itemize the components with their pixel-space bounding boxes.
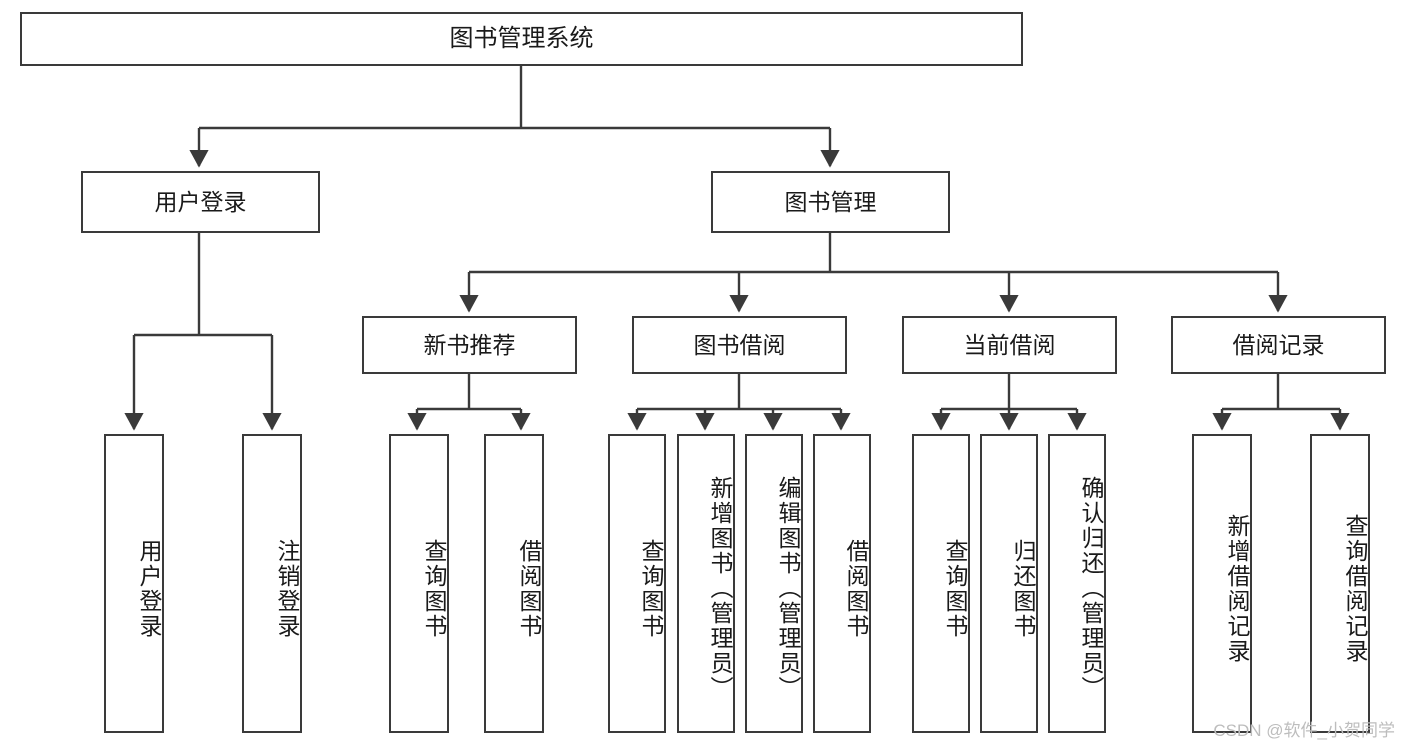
node-leaf-query-record[interactable]: 查询借阅记录 <box>1310 434 1370 733</box>
node-label: 新书推荐 <box>423 331 516 358</box>
node-label: 注销登录 <box>274 538 300 639</box>
node-label: 借阅图书 <box>516 538 542 639</box>
node-label: 查询图书 <box>638 538 664 639</box>
node-leaf-borrow-book-1[interactable]: 借阅图书 <box>484 434 544 733</box>
node-leaf-query-book-3[interactable]: 查询图书 <box>912 434 970 733</box>
node-leaf-add-book-admin[interactable]: 新增图书（管理员） <box>677 434 735 733</box>
node-label: 编辑图书（管理员） <box>775 476 801 701</box>
node-label: 查询图书 <box>942 538 968 639</box>
node-label: 用户登录 <box>154 188 247 215</box>
node-new-book-recommend[interactable]: 新书推荐 <box>362 316 577 374</box>
node-label: 借阅图书 <box>843 538 869 639</box>
node-label: 新增借阅记录 <box>1224 513 1250 664</box>
node-label: 图书管理系统 <box>449 25 594 53</box>
node-leaf-user-login[interactable]: 用户登录 <box>104 434 164 733</box>
node-leaf-return-book[interactable]: 归还图书 <box>980 434 1038 733</box>
node-leaf-borrow-book-2[interactable]: 借阅图书 <box>813 434 871 733</box>
node-leaf-edit-book-admin[interactable]: 编辑图书（管理员） <box>745 434 803 733</box>
node-user-login[interactable]: 用户登录 <box>81 171 320 233</box>
node-label: 借阅记录 <box>1232 331 1325 358</box>
node-current-borrow[interactable]: 当前借阅 <box>902 316 1117 374</box>
node-leaf-logout-login[interactable]: 注销登录 <box>242 434 302 733</box>
node-book-management-system[interactable]: 图书管理系统 <box>20 12 1023 66</box>
node-label: 用户登录 <box>136 538 162 639</box>
node-label: 确认归还（管理员） <box>1078 476 1104 701</box>
node-borrow-record[interactable]: 借阅记录 <box>1171 316 1386 374</box>
node-label: 当前借阅 <box>963 331 1056 358</box>
node-label: 图书管理 <box>784 188 877 215</box>
node-label: 归还图书 <box>1010 538 1036 639</box>
node-label: 查询图书 <box>421 538 447 639</box>
node-book-borrow[interactable]: 图书借阅 <box>632 316 847 374</box>
node-label: 新增图书（管理员） <box>707 476 733 701</box>
node-leaf-add-record[interactable]: 新增借阅记录 <box>1192 434 1252 733</box>
node-label: 查询借阅记录 <box>1342 513 1368 664</box>
node-leaf-query-book-1[interactable]: 查询图书 <box>389 434 449 733</box>
node-book-manage[interactable]: 图书管理 <box>711 171 950 233</box>
node-label: 图书借阅 <box>693 331 786 358</box>
node-leaf-confirm-return[interactable]: 确认归还（管理员） <box>1048 434 1106 733</box>
node-leaf-query-book-2[interactable]: 查询图书 <box>608 434 666 733</box>
